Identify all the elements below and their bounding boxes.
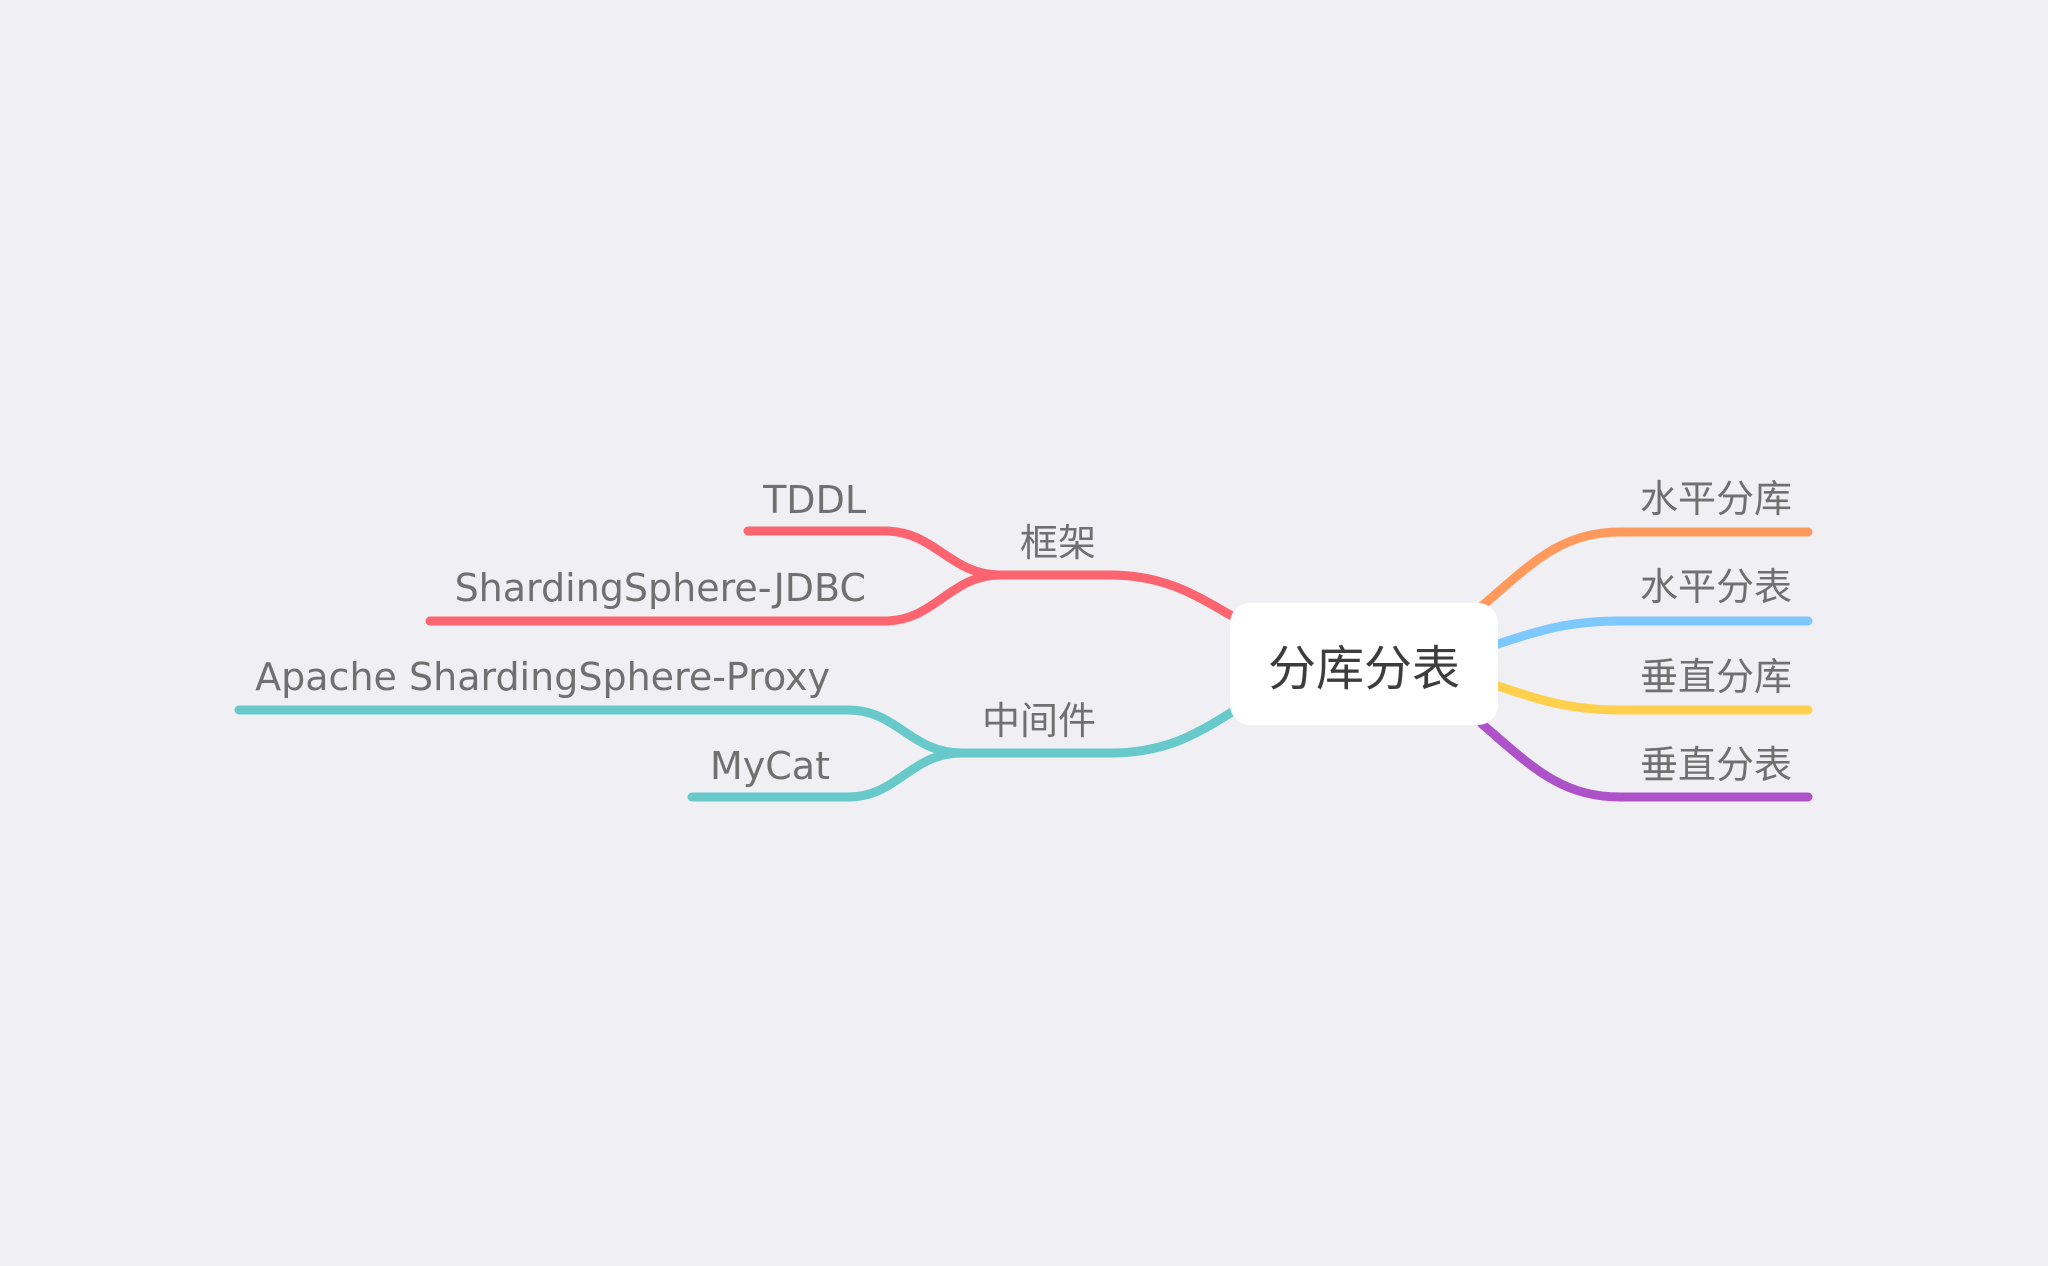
topic-shardingsphere-proxy[interactable]: Apache ShardingSphere-Proxy	[255, 655, 830, 699]
connector-right-1	[1477, 527, 1813, 611]
topic-mycat[interactable]: MyCat	[710, 744, 830, 788]
connector-left-2-child-1	[234, 705, 967, 758]
topic-horizontal-table[interactable]: 水平分表	[1639, 565, 1792, 609]
topic-tddl[interactable]: TDDL	[763, 478, 866, 522]
topic-horizontal-db[interactable]: 水平分库	[1639, 477, 1792, 521]
topic-middleware[interactable]: 中间件	[981, 699, 1096, 743]
connector-right-4	[1477, 719, 1813, 802]
connector-left-1	[995, 570, 1237, 621]
topic-framework[interactable]: 框架	[1019, 521, 1096, 565]
connector-right-2	[1493, 616, 1813, 649]
connector-left-2-child-2	[687, 748, 967, 802]
connector-left-1-child-2	[425, 570, 1005, 626]
topic-shardingsphere-jdbc[interactable]: ShardingSphere-JDBC	[454, 566, 866, 610]
connector-left-2	[957, 707, 1237, 758]
root-topic[interactable]: 分库分表	[1230, 603, 1498, 725]
topic-vertical-table[interactable]: 垂直分表	[1639, 743, 1792, 787]
connector-right-3	[1493, 681, 1813, 715]
root-topic-label: 分库分表	[1267, 641, 1460, 697]
topic-vertical-db[interactable]: 垂直分库	[1639, 655, 1792, 699]
